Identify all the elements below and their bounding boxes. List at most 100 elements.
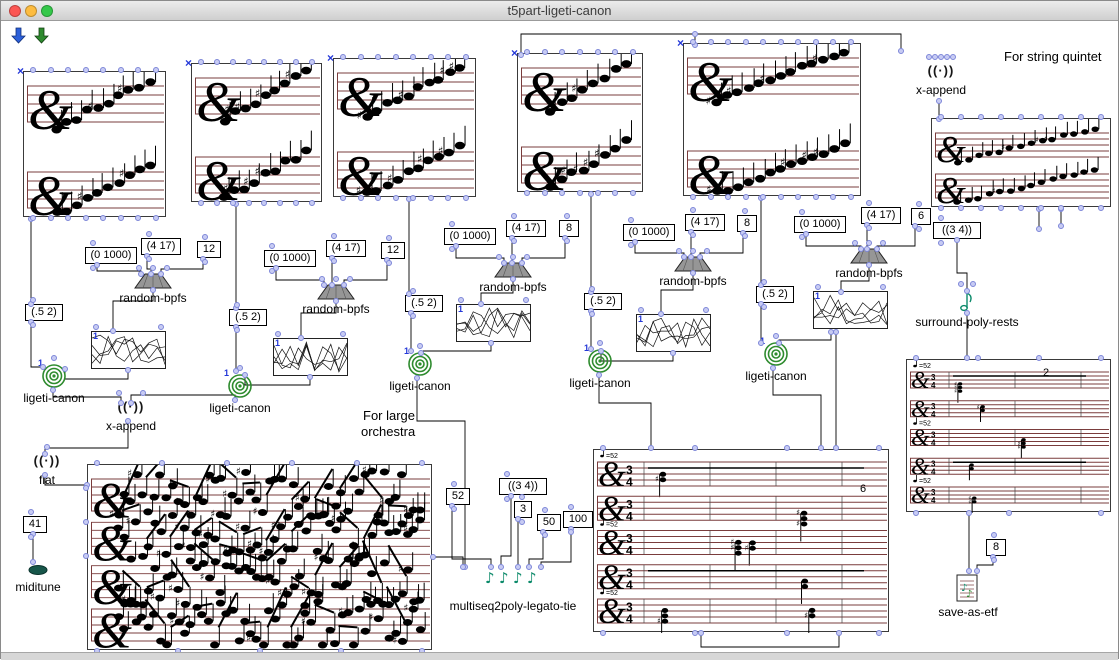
port[interactable] [237, 365, 243, 371]
port[interactable] [688, 254, 694, 260]
port[interactable] [1058, 223, 1064, 229]
port[interactable] [48, 215, 54, 221]
port[interactable] [417, 343, 423, 349]
green-down-arrow-button[interactable] [32, 27, 52, 47]
multiseq2poly-node[interactable]: ♪♪♪♪ [485, 569, 545, 591]
port[interactable] [692, 445, 698, 451]
port[interactable] [202, 259, 208, 265]
port[interactable] [463, 195, 469, 201]
port[interactable] [451, 481, 457, 487]
port[interactable] [214, 59, 220, 65]
port[interactable] [159, 460, 165, 466]
port[interactable] [836, 630, 842, 636]
value-box[interactable]: ((3 4)) [499, 478, 547, 495]
port[interactable] [148, 271, 154, 277]
port[interactable] [526, 564, 532, 570]
port[interactable] [813, 194, 819, 200]
port[interactable] [1078, 205, 1084, 211]
port[interactable] [864, 246, 870, 252]
port[interactable] [289, 460, 295, 466]
port[interactable] [577, 49, 583, 55]
port[interactable] [488, 340, 494, 346]
value-box[interactable]: 8 [559, 220, 579, 237]
bpf-bank[interactable] [91, 331, 166, 369]
port[interactable] [518, 52, 524, 58]
port[interactable] [690, 207, 696, 213]
port[interactable] [118, 67, 124, 73]
port[interactable] [876, 630, 882, 636]
port[interactable] [246, 59, 252, 65]
port[interactable] [542, 532, 548, 538]
port[interactable] [224, 460, 230, 466]
port[interactable] [341, 282, 347, 288]
port[interactable] [451, 506, 457, 512]
port[interactable] [773, 333, 779, 339]
port[interactable] [198, 200, 204, 206]
port[interactable] [519, 494, 525, 500]
port[interactable] [1018, 205, 1024, 211]
port[interactable] [463, 54, 469, 60]
port[interactable] [690, 39, 696, 45]
port[interactable] [428, 195, 434, 201]
port[interactable] [964, 355, 970, 361]
port[interactable] [30, 322, 36, 328]
port[interactable] [704, 248, 710, 254]
port[interactable] [799, 234, 805, 240]
port[interactable] [648, 445, 654, 451]
port[interactable] [1038, 114, 1044, 120]
orchestra-score[interactable]: &♯♯♯♯♯♯♯♯♯♯&♯♯♯♯♯♯♯♯♯♯♯♯♯♯&♯♯♯♯♯♯♯♯♯♯♯♯♯… [87, 464, 432, 650]
port[interactable] [916, 226, 922, 232]
port[interactable] [125, 418, 131, 424]
port[interactable] [880, 284, 886, 290]
port[interactable] [138, 271, 144, 277]
port[interactable] [778, 194, 784, 200]
bpf-bank[interactable] [273, 338, 348, 376]
port[interactable] [498, 564, 504, 570]
port[interactable] [703, 307, 709, 313]
port[interactable] [938, 114, 944, 120]
chord-seq-1[interactable]: &♯♯&♯♯ [23, 71, 166, 217]
port[interactable] [542, 190, 548, 196]
bpf-bank[interactable] [636, 314, 711, 352]
port[interactable] [428, 54, 434, 60]
port[interactable] [40, 364, 46, 370]
bpf-bank[interactable] [456, 304, 531, 342]
port[interactable] [153, 215, 159, 221]
value-box[interactable]: 8 [986, 539, 1006, 556]
port[interactable] [630, 190, 636, 196]
port[interactable] [393, 195, 399, 201]
port[interactable] [511, 238, 517, 244]
port[interactable] [458, 297, 464, 303]
port[interactable] [898, 48, 904, 54]
port[interactable] [758, 340, 764, 346]
port[interactable] [333, 298, 339, 304]
port[interactable] [848, 39, 854, 45]
port[interactable] [692, 630, 698, 636]
port[interactable] [340, 331, 346, 337]
port[interactable] [298, 335, 304, 341]
port[interactable] [449, 221, 455, 227]
port[interactable] [198, 59, 204, 65]
port[interactable] [333, 276, 339, 282]
port[interactable] [692, 31, 698, 37]
port[interactable] [938, 240, 944, 246]
port[interactable] [118, 215, 124, 221]
port[interactable] [938, 215, 944, 221]
port[interactable] [964, 310, 970, 316]
port[interactable] [62, 366, 68, 372]
port[interactable] [214, 200, 220, 206]
port[interactable] [1058, 114, 1064, 120]
port[interactable] [600, 630, 606, 636]
port[interactable] [234, 327, 240, 333]
port[interactable] [1098, 355, 1104, 361]
port[interactable] [269, 268, 275, 274]
port[interactable] [866, 240, 872, 246]
port[interactable] [866, 262, 872, 268]
port[interactable] [410, 313, 416, 319]
port[interactable] [852, 240, 858, 246]
port[interactable] [90, 240, 96, 246]
port[interactable] [48, 67, 54, 73]
port[interactable] [799, 209, 805, 215]
port[interactable] [51, 355, 57, 361]
